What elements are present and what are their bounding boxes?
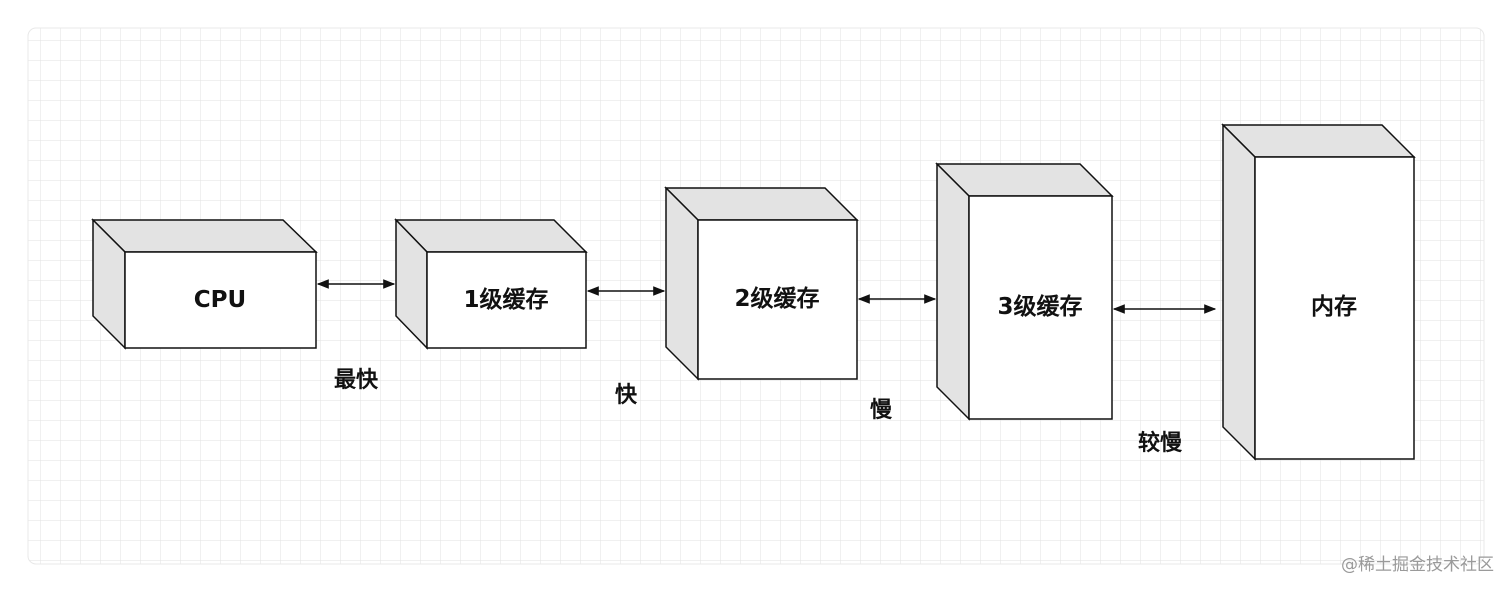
cpu-box-top — [91, 219, 318, 253]
memory-box-side — [1222, 123, 1256, 461]
l1-cache-box-front — [426, 251, 587, 349]
memory-box-top — [1221, 124, 1416, 158]
l1-cache-label: 1级缓存 — [463, 286, 548, 313]
l3-cache-box-side — [936, 162, 970, 421]
speed-label-cpu-l1: 最快 — [334, 368, 379, 393]
l2-cache-box-top — [664, 187, 859, 221]
l3-cache-box-front — [968, 195, 1113, 420]
l2-cache-label: 2级缓存 — [734, 285, 819, 312]
cpu-label: CPU — [194, 287, 246, 313]
speed-label-l1-l2: 快 — [615, 383, 638, 408]
memory-box-front — [1254, 156, 1415, 460]
l3-cache-box: 3级缓存 — [935, 162, 1114, 421]
l1-cache-box: 1级缓存 — [394, 218, 588, 350]
l3-cache-label: 3级缓存 — [997, 293, 1082, 320]
l2-cache-box: 2级缓存 — [664, 186, 859, 381]
l1-cache-box-top — [394, 219, 588, 253]
watermark-text: @稀土掘金技术社区 — [1341, 555, 1494, 575]
cpu-box-front — [124, 251, 317, 349]
memory-label: 内存 — [1311, 293, 1357, 320]
speed-label-l2-l3: 慢 — [870, 397, 893, 423]
memory-box: 内存 — [1221, 123, 1416, 461]
speed-label-l3-memory: 较慢 — [1138, 430, 1183, 456]
l2-cache-box-side — [665, 186, 699, 381]
cpu-box: CPU — [91, 218, 318, 350]
l2-cache-box-front — [697, 219, 858, 380]
